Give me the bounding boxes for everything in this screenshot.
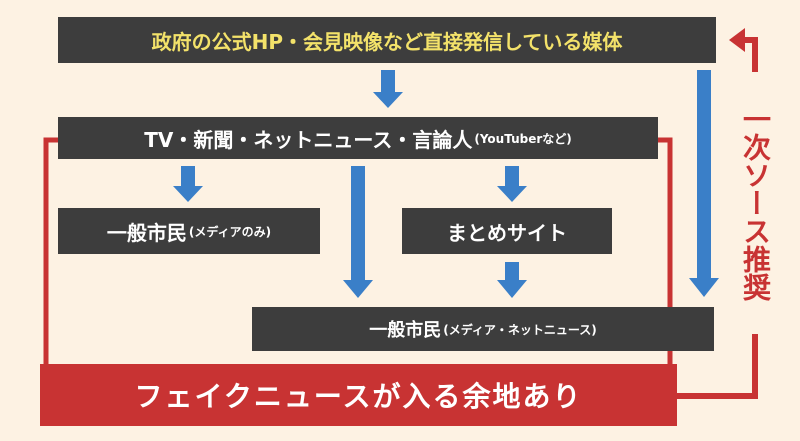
summary-site-label: まとめサイト [447,220,567,245]
fake-news-banner: フェイクニュースが入る余地あり [40,364,677,426]
red-bracket-right [658,137,673,364]
fake-news-banner-label: フェイクニュースが入る余地あり [134,380,583,413]
citizen-media-only-box: 一般市民 (メディアのみ) [58,208,320,254]
citizen-media-net-sublabel: (メディア・ネットニュース) [443,322,597,337]
government-source-box: 政府の公式HP・会見映像など直接発信している媒体 [58,17,716,63]
media-label: TV・新聞・ネットニュース・言論人 [144,127,473,152]
primary-source-recommended-label: 一次ソース推奨 [737,72,773,334]
red-feedback-arrowhead [729,28,745,52]
citizen-media-only-sublabel: (メディアのみ) [188,224,272,239]
arrow-gov-to-citizen2 [689,70,719,297]
arrow-summary-to-citizen2 [497,262,527,298]
summary-site-box: まとめサイト [402,208,612,254]
government-source-label: 政府の公式HP・会見映像など直接発信している媒体 [151,29,623,54]
media-sublabel: (YouTuberなど) [474,131,572,146]
media-box: TV・新聞・ネットニュース・言論人 (YouTuberなど) [58,117,658,159]
arrow-media-to-summary [497,166,527,202]
arrow-media-to-citizen1 [173,166,203,202]
red-bracket-left [43,137,58,364]
citizen-media-only-label: 一般市民 [106,220,187,245]
arrow-media-to-citizen2 [343,166,373,298]
citizen-media-net-label: 一般市民 [369,320,442,341]
arrow-gov-to-media [373,70,403,108]
citizen-media-net-box: 一般市民 (メディア・ネットニュース) [252,307,714,351]
